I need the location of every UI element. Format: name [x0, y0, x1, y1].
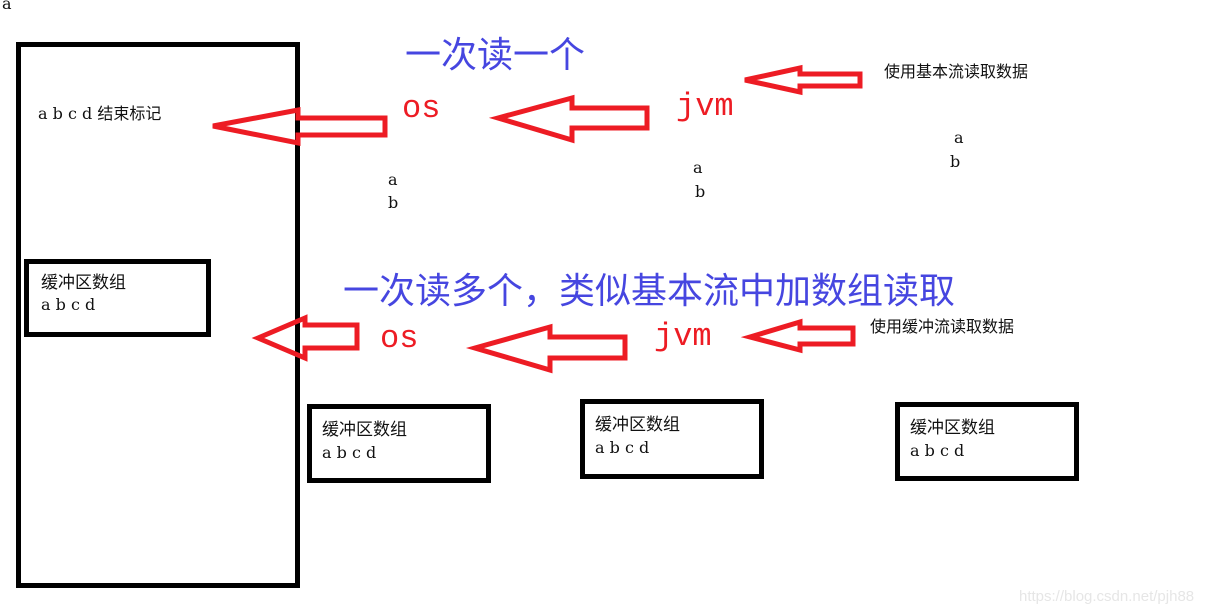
- arrow-left-icon: [251, 314, 360, 362]
- file-buffer-box: 缓冲区数组 a b c d: [24, 259, 211, 337]
- basic-stream-label: 使用基本流读取数据: [884, 62, 1029, 81]
- char-b-os: b: [388, 193, 399, 212]
- arrow-left-icon: [212, 106, 388, 147]
- char-b-jvm: b: [695, 182, 706, 201]
- char-b-stream: b: [950, 152, 961, 171]
- os-label-top: os: [402, 90, 441, 127]
- buffer-label: 缓冲区数组: [595, 415, 680, 435]
- file-contents: a b c d 结束标记: [38, 104, 162, 123]
- stream-buffer-box: 缓冲区数组 a b c d: [895, 402, 1079, 481]
- arrow-left-icon: [488, 94, 650, 144]
- buffer-contents: a b c d: [910, 441, 965, 460]
- buffered-stream-label: 使用缓冲流读取数据: [870, 317, 1015, 336]
- watermark: https://blog.csdn.net/pjh88: [1019, 588, 1195, 605]
- char-a-os: a: [388, 170, 398, 189]
- arrow-left-icon: [740, 318, 856, 354]
- buffer-contents: a b c d: [41, 295, 96, 314]
- title-multi-read: 一次读多个，类似基本流中加数组读取: [343, 271, 956, 312]
- buffer-label: 缓冲区数组: [322, 420, 407, 440]
- buffer-contents: a b c d: [322, 443, 377, 462]
- char-a-jvm: a: [693, 158, 703, 177]
- corner-label: a: [2, 0, 12, 13]
- file-box: [16, 42, 300, 588]
- char-a-stream: a: [954, 128, 964, 147]
- title-single-read: 一次读一个: [405, 35, 586, 76]
- buffer-label: 缓冲区数组: [41, 273, 126, 293]
- os-buffer-box: 缓冲区数组 a b c d: [307, 404, 491, 483]
- buffer-label: 缓冲区数组: [910, 418, 995, 438]
- buffer-contents: a b c d: [595, 438, 650, 457]
- os-label-bottom: os: [380, 320, 419, 357]
- arrow-left-icon: [744, 64, 863, 96]
- jvm-buffer-box: 缓冲区数组 a b c d: [580, 399, 764, 479]
- jvm-label-bottom: jvm: [654, 318, 712, 355]
- jvm-label-top: jvm: [676, 88, 734, 125]
- arrow-left-icon: [465, 323, 628, 374]
